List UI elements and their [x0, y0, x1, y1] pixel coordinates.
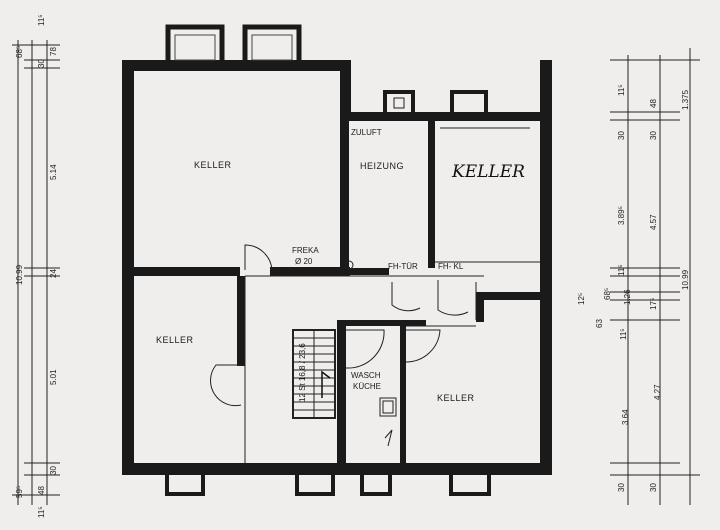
room-label-keller-handwritten: KELLER: [451, 162, 525, 182]
dim-right-bottom-2: 30: [649, 483, 658, 492]
dim-right-mid-5: 1.26: [623, 289, 632, 305]
dimension-chain-left: [12, 40, 60, 505]
dim-right-overall: 10.99: [681, 269, 690, 290]
label-fh-kl: FH- KL: [438, 262, 464, 271]
doors: [210, 244, 477, 407]
dim-right-mid-2: 68⁵: [603, 288, 612, 300]
label-freka-diameter: Ø 20: [295, 257, 313, 266]
dim-right-mid-3: 12⁵: [577, 293, 586, 305]
stairs: [292, 329, 336, 419]
dim-right-mid-1: 11⁵: [617, 264, 626, 276]
exterior-walls: [122, 60, 552, 475]
dim-right-mid-7: 17⁵: [649, 298, 658, 310]
dim-right-top-2: 48: [649, 99, 658, 108]
room-label-kueche: KÜCHE: [353, 382, 381, 391]
thin-partitions: [244, 127, 540, 463]
light-wells: [165, 24, 491, 496]
dim-right-mid-6: 11⁵: [619, 328, 628, 340]
dim-left-upper: 5.14: [49, 164, 58, 180]
dim-left-lower: 5.01: [49, 369, 58, 385]
dim-right-top-3: 30: [617, 131, 626, 140]
dim-right-top-5: 1.375: [681, 89, 690, 110]
dim-right-top-4: 30: [649, 131, 658, 140]
room-label-zuluft: ZULUFT: [351, 128, 382, 137]
dim-right-lower-b: 4.27: [653, 384, 662, 400]
dim-left-bottom-3: 59⁵: [15, 486, 24, 498]
fixtures: [344, 97, 405, 447]
label-freka: FREKA: [292, 246, 319, 255]
room-label-keller-bottom-left: KELLER: [156, 335, 194, 345]
stair-label: 12 St 16,8 / 23,6: [298, 343, 307, 402]
dim-left-overall: 10.99: [15, 264, 24, 285]
dim-left-middle: 24: [49, 269, 58, 278]
dimension-chain-right: [610, 48, 700, 505]
dim-left-bottom-2: 48: [37, 486, 46, 495]
dim-left-top-3: 30: [37, 59, 46, 68]
room-label-keller-top-left: KELLER: [194, 160, 232, 170]
dim-right-top-1: 11⁵: [617, 84, 626, 96]
dim-left-bottom-4: 11⁵: [37, 506, 46, 518]
room-label-wasch: WASCH: [351, 371, 381, 380]
dim-right-upper-b: 4.57: [649, 214, 658, 230]
room-label-heizung: HEIZUNG: [360, 161, 404, 171]
dim-left-top-4: 78: [49, 47, 58, 56]
dim-right-lower-a: 3.64: [621, 409, 630, 425]
dim-left-top-1: 11⁵: [37, 14, 46, 26]
label-fh-tuer: FH-TÜR: [388, 262, 418, 271]
room-label-keller-bottom-right: KELLER: [437, 393, 475, 403]
dim-right-bottom-1: 30: [617, 483, 626, 492]
interior-walls: [122, 112, 542, 468]
dim-left-bottom-1: 30: [49, 466, 58, 475]
dim-left-top-2: 68⁵: [15, 46, 24, 58]
dim-right-upper-a: 3.89⁵: [617, 206, 626, 225]
dim-right-mid-4: 63: [595, 319, 604, 328]
